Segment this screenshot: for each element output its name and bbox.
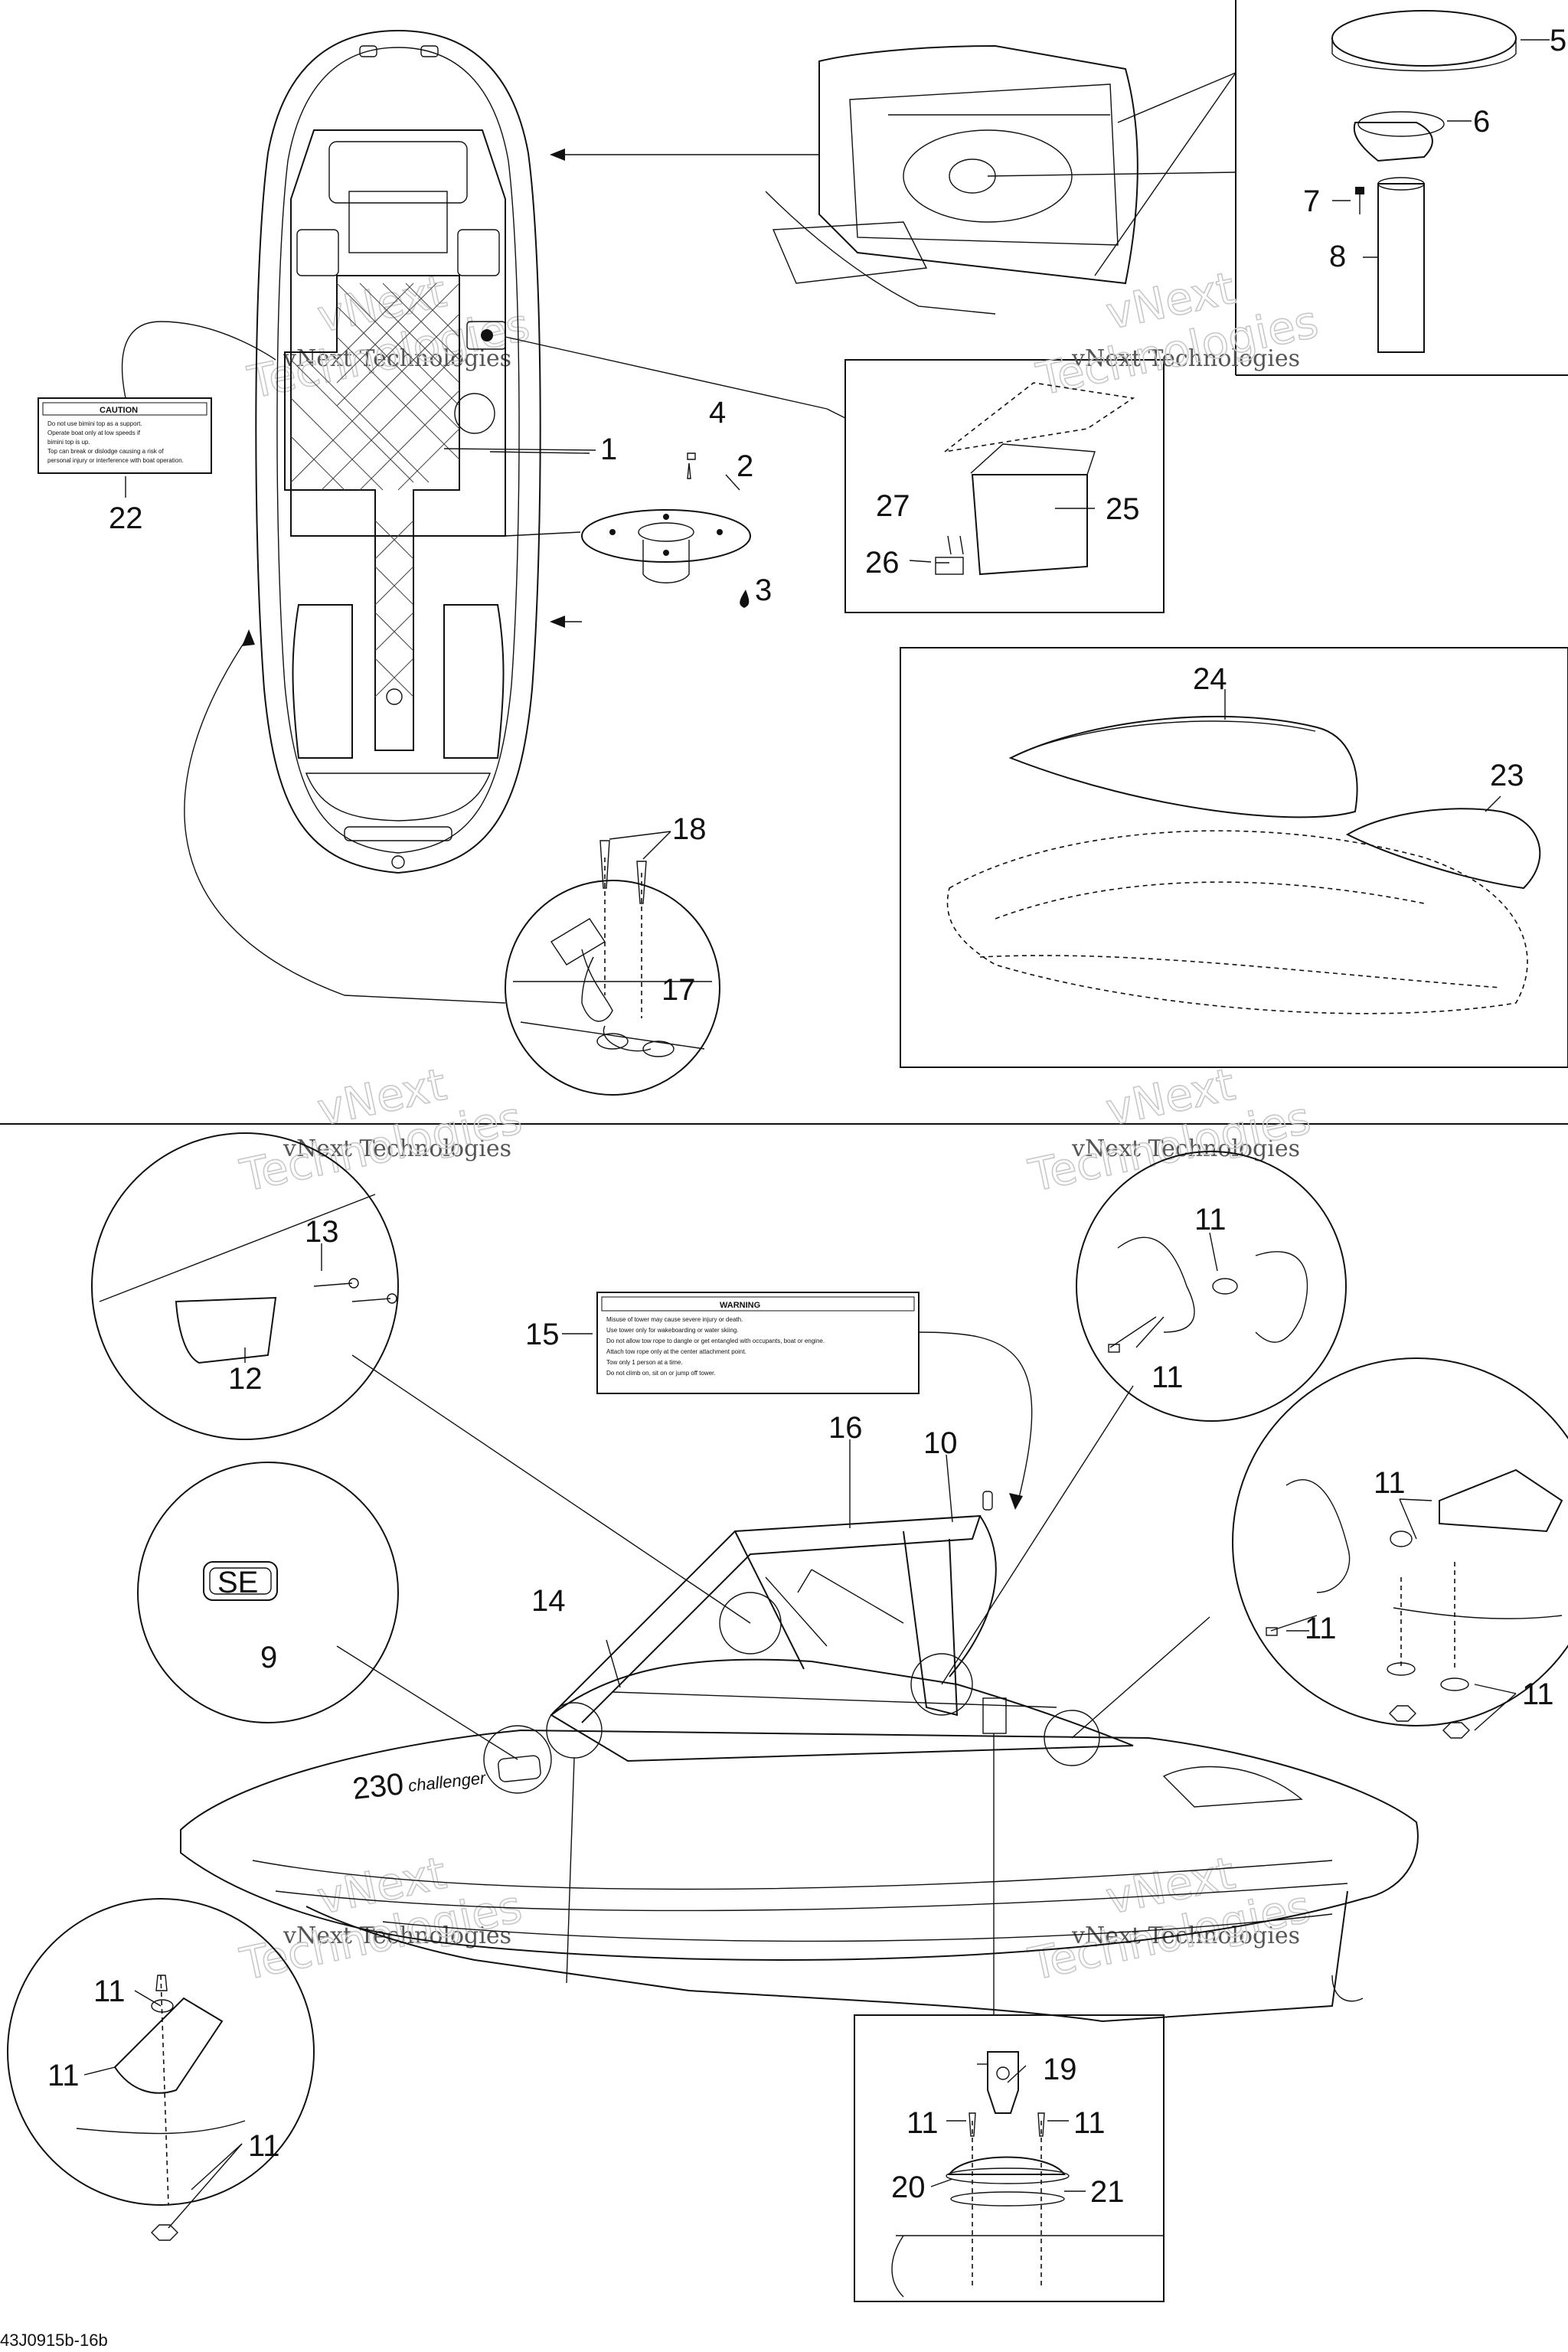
callout-8: 8 [1329,240,1346,273]
callout-22: 22 [109,501,143,535]
callout-16: 16 [828,1411,863,1445]
callout-11: 11 [1194,1203,1227,1236]
cushions-view [946,715,1541,1014]
callout-11: 11 [1152,1361,1184,1394]
callout-11: 11 [93,1975,126,2008]
callout-1: 1 [600,433,617,466]
callout-11: 11 [1073,2106,1106,2140]
callout-26: 26 [865,546,900,580]
cup-holder-exploded [1331,10,1517,353]
callout-18: 18 [672,812,707,846]
callout-9: 9 [260,1641,277,1674]
caution-label-line: Do not use bimini top as a support. [47,420,142,427]
caution-label-line: bimini top is up. [47,439,90,446]
warning-label-line: Do not climb on, sit on or jump off towe… [606,1370,716,1377]
watermark: vNext Technologies vNext Technologies vN… [235,261,1323,1991]
tow-hitch-exploded [891,2051,1164,2298]
callout-19: 19 [1043,2053,1077,2086]
callout-21: 21 [1090,2175,1125,2209]
watermark-line: vNext Technologies [1071,1922,1300,1949]
caution-label-line: Top can break or dislodge causing a risk… [47,448,164,455]
caution-label-heading: CAUTION [100,406,138,415]
callout-14: 14 [531,1584,566,1618]
callout-11: 11 [1522,1677,1554,1711]
reference-code: 43J0915b-16b [0,2331,108,2350]
callout-12: 12 [228,1362,263,1396]
callout-25: 25 [1106,492,1140,526]
callout-11: 11 [1374,1466,1406,1500]
callout-10: 10 [923,1426,958,1460]
callout-17: 17 [662,973,696,1007]
callout-13: 13 [305,1215,339,1249]
callout-2: 2 [737,449,753,483]
caution-label-line: Operate boat only at low speeds if [47,430,141,436]
tower-base-detail [7,1898,315,2241]
warning-label-line: Use tower only for wakeboarding or water… [606,1327,739,1334]
inset-box-storage [844,359,1165,613]
warning-label-line: Tow only 1 person at a time. [606,1359,683,1366]
storage-compartment-view [765,44,1236,315]
callout-11: 11 [248,2129,280,2163]
inset-box-tow-hitch [854,2014,1165,2302]
warning-label-heading: WARNING [720,1301,760,1310]
watermark-line: vNext Technologies [283,345,511,372]
watermark-line: vNext Technologies [1071,1135,1300,1162]
callout-6: 6 [1473,105,1490,139]
se-badge-text: SE [217,1566,258,1599]
inset-box-cushions [900,647,1568,1068]
mirror-detail [91,1132,399,1440]
callout-11: 11 [47,2059,80,2092]
watermark-line: vNext Technologies [1071,345,1300,372]
warning-label-line: Attach tow rope only at the center attac… [606,1348,746,1355]
callout-numbers: 1 2 3 4 5 6 7 8 22 27 26 25 24 23 18 17 … [47,24,1566,2209]
tower-bracket-detail-2 [1232,1357,1568,1739]
floor-mat [284,275,460,751]
tower-bracket-detail-1 [1076,1151,1347,1422]
tow-eye-detail [505,840,720,1096]
callout-27: 27 [876,489,910,523]
callout-4: 4 [709,396,726,430]
warning-label: WARNING Misuse of tower may cause severe… [596,1292,920,1394]
watermark-line: vNext Technologies [283,1135,511,1162]
callout-11: 11 [906,2106,939,2140]
callout-20: 20 [891,2171,926,2204]
hull-subtitle-text: challenger [407,1768,488,1795]
callout-5: 5 [1550,24,1566,57]
warning-label-line: Misuse of tower may cause severe injury … [606,1316,743,1323]
callout-15: 15 [525,1318,560,1351]
boat-side-view: 230 challenger [180,1491,1419,2023]
se-badge-detail: SE [137,1462,399,1723]
callout-24: 24 [1193,662,1227,696]
warning-label-line: Do not allow tow rope to dangle or get e… [606,1338,825,1344]
callout-11: 11 [1305,1612,1337,1645]
hull-model-text: 230 [351,1767,405,1806]
caution-label-line: personal injury or interference with boa… [47,457,184,464]
callout-3: 3 [755,573,772,607]
storage-bin-exploded [935,382,1135,576]
caution-label: CAUTION Do not use bimini top as a suppo… [38,397,212,474]
cup-holder-flange [581,509,751,583]
callout-23: 23 [1490,759,1524,792]
callout-7: 7 [1303,185,1320,218]
boat-top-view [255,29,541,874]
